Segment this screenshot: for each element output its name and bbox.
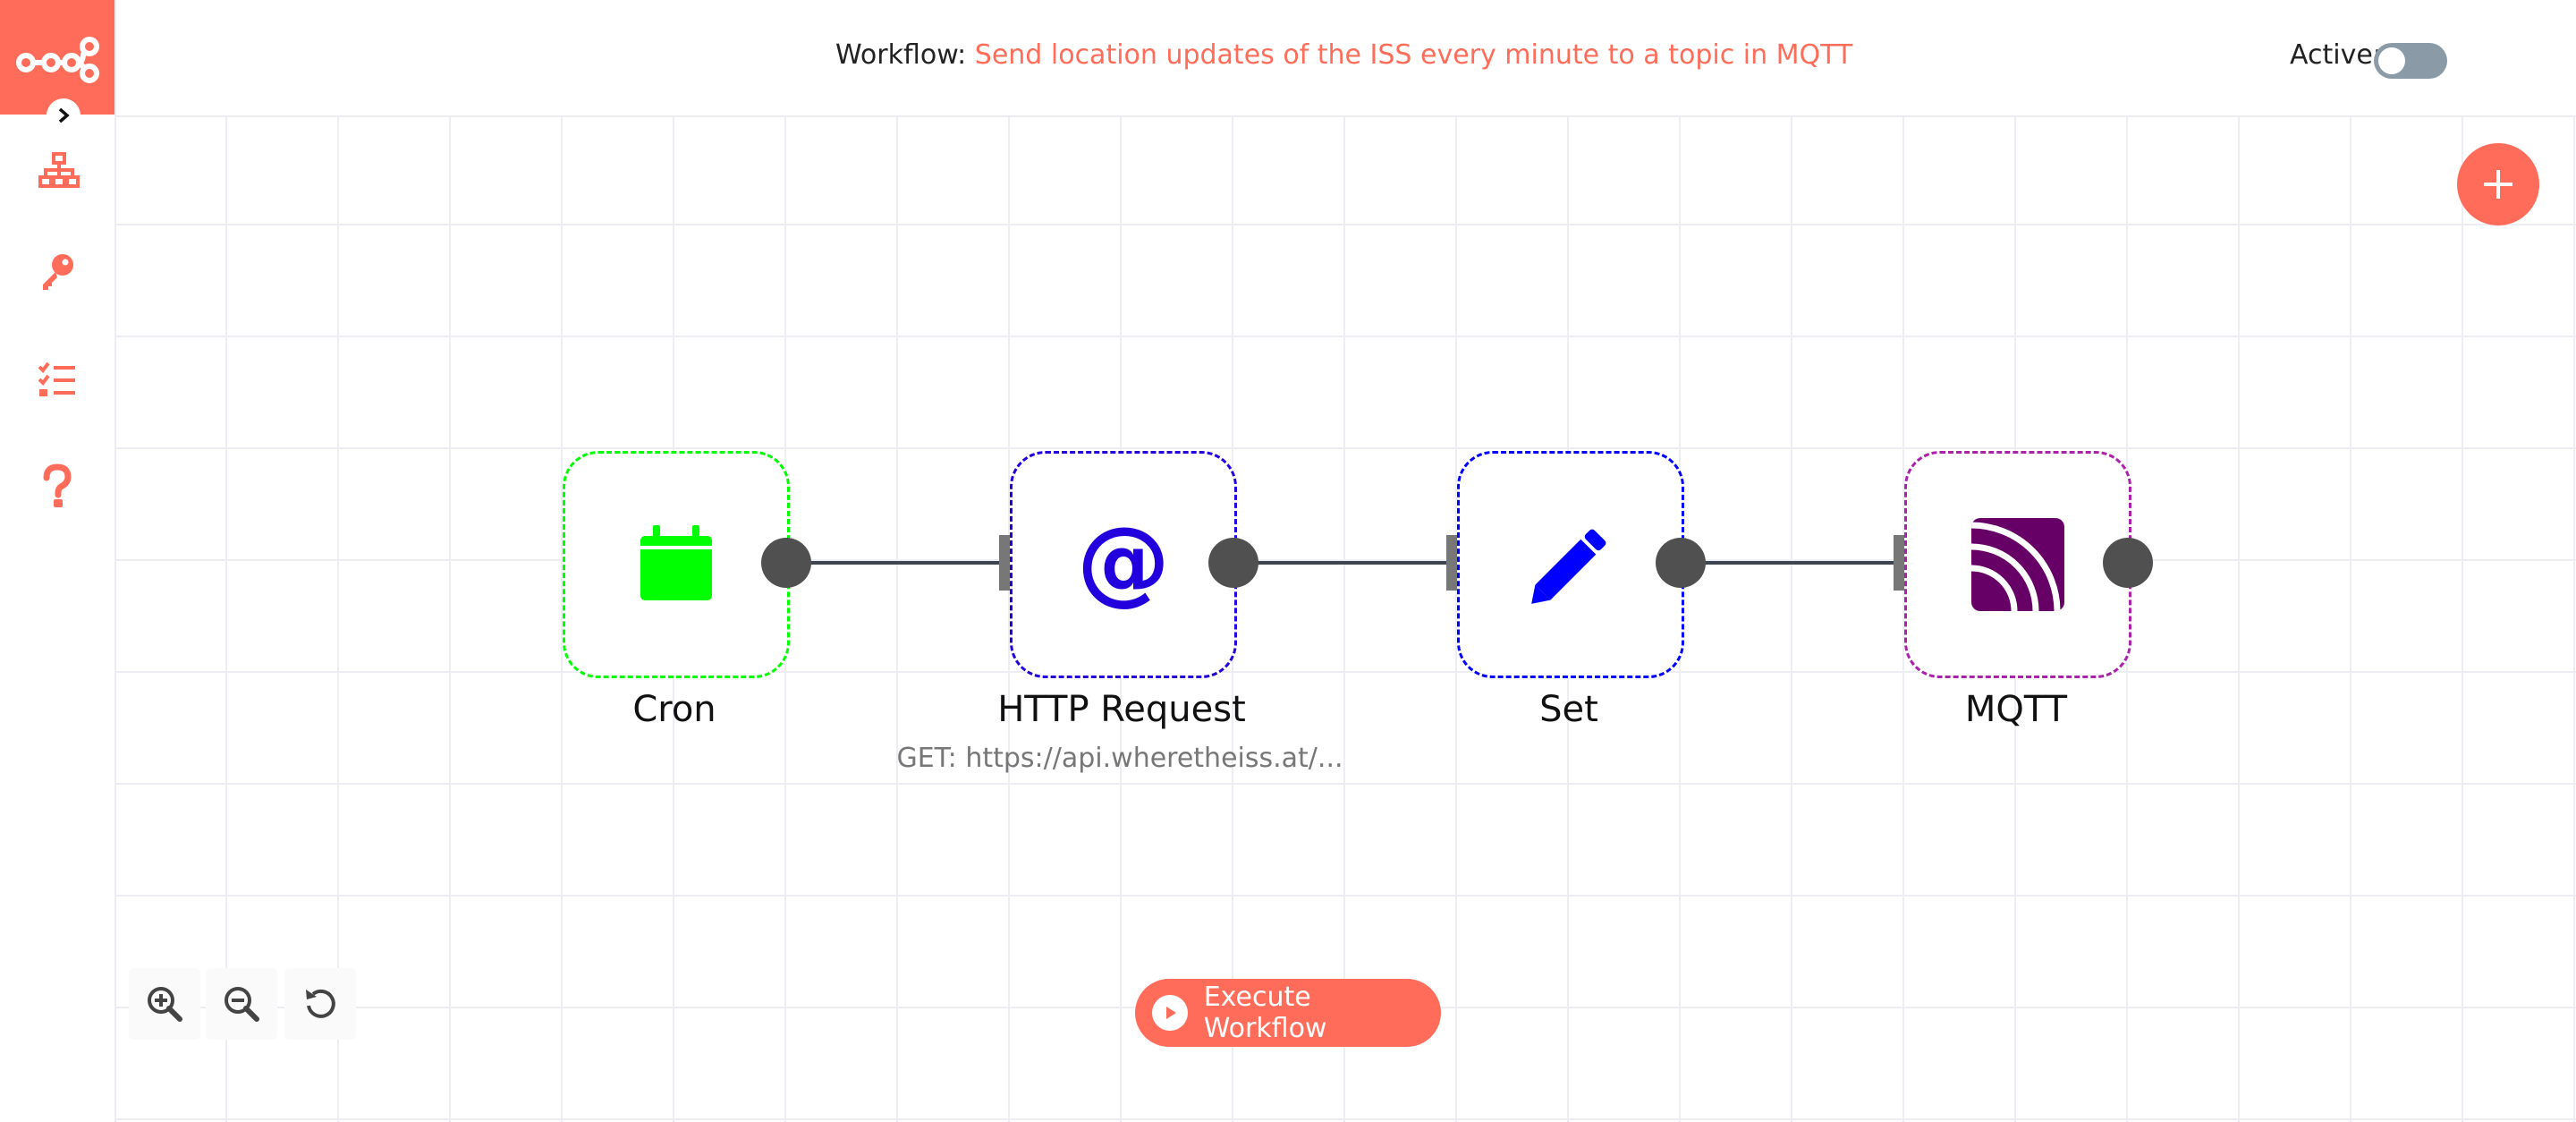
node-cron[interactable] [563,451,790,678]
zoom-in-button[interactable] [129,968,200,1040]
tasks-icon [38,361,75,396]
reset-zoom-button[interactable] [284,968,356,1040]
network-icon [38,152,80,188]
connection-http-set [1258,561,1449,565]
node-subtitle-http: GET: https://api.wheretheiss.at/... [896,743,1343,774]
logo-icon [16,37,99,83]
active-toggle[interactable] [2374,43,2447,79]
zoom-out-icon [225,987,259,1022]
sidebar-expand-button[interactable] [47,98,80,132]
connection-cron-http [810,561,1002,565]
at-icon: @ [1077,506,1170,616]
node-http-request[interactable]: @ [1010,451,1237,678]
connection-set-mqtt [1705,561,1896,565]
node-set[interactable] [1457,451,1684,678]
sidebar-item-help[interactable] [36,463,82,510]
key-icon [43,254,73,290]
sidebar [0,0,116,1122]
workflow-label: Workflow: [835,39,967,71]
output-port-mqtt[interactable] [2103,538,2153,588]
sidebar-item-workflows[interactable] [36,149,82,195]
pencil-icon [1531,529,1606,604]
question-icon [43,463,72,507]
calendar-icon [640,525,712,600]
chevron-right-icon [58,107,70,123]
zoom-out-button[interactable] [206,968,277,1040]
header: Workflow: Send location updates of the I… [116,0,2576,117]
node-mqtt[interactable] [1904,451,2131,678]
output-port-http[interactable] [1208,538,1258,588]
sidebar-item-executions[interactable] [36,356,82,403]
svg-text:@: @ [1077,506,1170,616]
active-label: Active: [2290,39,2382,71]
workflow-title: Workflow: Send location updates of the I… [835,39,1852,71]
workflow-canvas[interactable] [116,117,2576,1122]
execute-workflow-label: Execute Workflow [1203,982,1327,1044]
output-port-cron[interactable] [761,538,811,588]
workflow-name[interactable]: Send location updates of the ISS every m… [974,39,1853,71]
zoom-in-icon [148,987,182,1022]
play-icon [1152,995,1188,1031]
undo-icon [306,989,335,1018]
execute-workflow-button[interactable]: Execute Workflow [1135,979,1441,1047]
plus-icon [2484,170,2512,199]
node-label-mqtt: MQTT [1964,689,2068,730]
node-label-set: Set [1539,689,1598,730]
sidebar-item-credentials[interactable] [36,247,82,293]
add-node-button[interactable] [2457,143,2539,225]
node-label-cron: Cron [632,689,716,730]
toggle-knob [2378,47,2405,74]
mqtt-icon [1971,518,2064,611]
output-port-set[interactable] [1656,538,1706,588]
n8n-logo[interactable] [0,0,114,115]
node-label-http: HTTP Request [997,689,1246,730]
